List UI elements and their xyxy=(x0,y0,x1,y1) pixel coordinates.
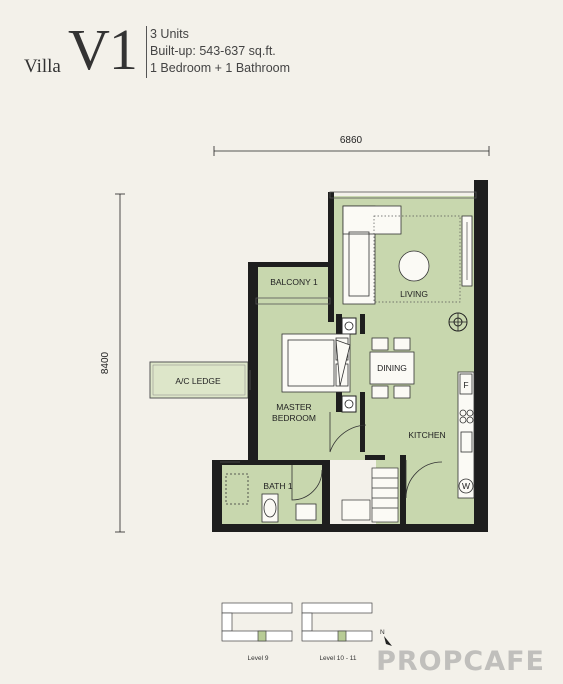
width-dimension: 6860 xyxy=(213,135,490,156)
width-dimension-label: 6860 xyxy=(340,135,363,146)
bed xyxy=(281,333,351,393)
glazing xyxy=(220,191,477,463)
master-bedroom-label-line2: BEDROOM xyxy=(272,413,316,423)
key-plan-level-10-11 xyxy=(301,602,373,642)
washer-label: W xyxy=(462,481,470,491)
north-label: N xyxy=(380,629,385,636)
unit-info: 3 Units Built-up: 543-637 sq.ft. 1 Bedro… xyxy=(150,26,290,77)
room-summary: 1 Bedroom + 1 Bathroom xyxy=(150,61,291,75)
dining-label: DINING xyxy=(377,363,407,373)
header-divider xyxy=(146,26,147,78)
dining-set xyxy=(369,337,415,399)
north-arrow-icon: N xyxy=(380,629,392,646)
doors xyxy=(291,412,443,501)
built-up-area: Built-up: 543-637 sq.ft. xyxy=(150,44,276,58)
ac-unit-icon xyxy=(341,317,357,413)
bath-label: BATH 1 xyxy=(263,481,292,491)
utility-shaft xyxy=(341,467,399,523)
height-dimension: 8400 xyxy=(100,193,125,533)
key-plan-level-9 xyxy=(221,602,293,642)
ac-ledge-label: A/C LEDGE xyxy=(175,376,221,386)
villa-word: Villa xyxy=(24,56,61,77)
master-bedroom-label-line1: MASTER xyxy=(276,402,311,412)
walls xyxy=(212,180,488,532)
ceiling-fan-icon xyxy=(448,312,468,332)
kitchen-counter xyxy=(457,371,475,499)
coffee-table xyxy=(398,250,430,282)
height-dimension-label: 8400 xyxy=(100,351,111,374)
key-plan-level-b-label: Level 10 - 11 xyxy=(319,655,356,662)
kitchen-label: KITCHEN xyxy=(408,430,445,440)
balcony-label: BALCONY 1 xyxy=(270,277,318,287)
key-plan-level-a-label: Level 9 xyxy=(248,655,269,662)
brand-watermark: PROPCAFE xyxy=(376,646,545,677)
living-label: LIVING xyxy=(400,289,428,299)
unit-code: V1 xyxy=(68,17,138,82)
sofa xyxy=(342,205,402,305)
plan-header: Villa V1 3 Units Built-up: 543-637 sq.ft… xyxy=(0,0,563,90)
unit-count: 3 Units xyxy=(150,27,189,41)
fridge-label: F xyxy=(463,380,468,390)
bath-fixtures xyxy=(225,473,317,523)
ac-ledge xyxy=(149,361,249,399)
living-rug xyxy=(373,215,461,303)
